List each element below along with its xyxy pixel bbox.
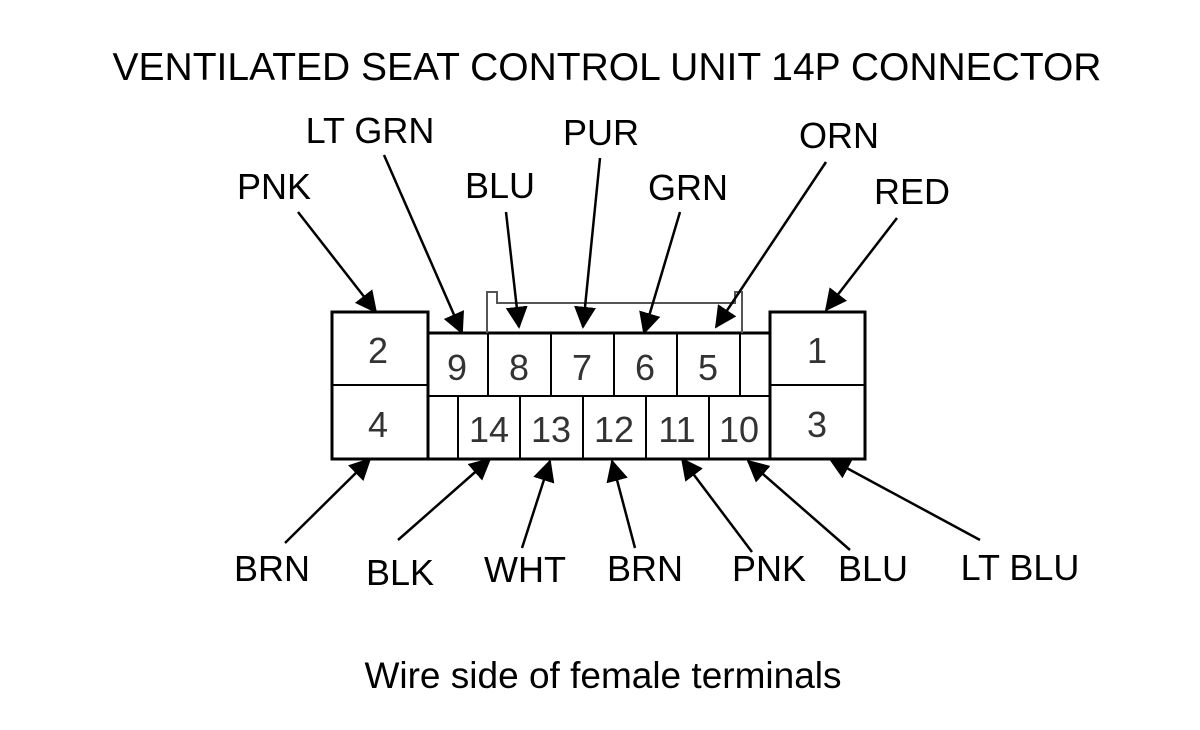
diagram-title: VENTILATED SEAT CONTROL UNIT 14P CONNECT… [113,46,1102,89]
connector-body [330,291,867,461]
arrow-pin-4 [284,457,372,544]
wire-label-pin-13: WHT [484,549,566,590]
arrow-pin-8 [504,211,528,329]
arrow-pin-3 [828,457,981,542]
pin-number-12: 12 [594,409,634,450]
pin-number-1: 1 [807,330,827,371]
arrow-pin-13 [520,459,555,549]
wire-label-pin-6: GRN [648,167,728,208]
wire-label-pin-4: BRN [234,548,310,589]
arrow-pin-10 [746,459,851,551]
leader-arrows [284,154,981,553]
arrow-pin-2 [297,211,378,314]
pin-number-5: 5 [698,347,718,388]
pin-numbers: 1 2 3 4 5 6 7 8 9 10 11 12 13 14 [368,330,827,450]
pin-number-8: 8 [509,347,529,388]
arrow-pin-5 [714,161,828,329]
pin-number-11: 11 [658,409,695,450]
pin-number-9: 9 [447,347,467,388]
wire-label-pin-1: RED [874,171,950,212]
wire-label-pin-11: PNK [732,548,806,589]
pin-number-7: 7 [572,347,592,388]
arrow-pin-7 [574,157,602,329]
wire-label-pin-3: LT BLU [961,547,1080,588]
wire-label-pin-8: BLU [465,165,535,206]
wire-label-pin-5: ORN [799,115,879,156]
wire-label-pin-7: PUR [563,112,639,153]
pin-number-14: 14 [469,409,509,450]
arrow-pin-14 [397,457,492,541]
arrow-pin-12 [606,459,637,549]
pin-number-2: 2 [368,330,388,371]
wire-labels: PNK LT GRN BLU PUR GRN ORN RED BRN BLK W… [234,110,1079,593]
diagram-subtitle: Wire side of female terminals [364,655,841,696]
wire-label-pin-12: BRN [607,548,683,589]
pin-number-4: 4 [368,404,388,445]
pin-number-6: 6 [635,347,655,388]
wire-label-pin-14: BLK [366,552,434,593]
arrow-pin-6 [639,211,682,335]
pin-number-13: 13 [531,409,571,450]
arrow-pin-9 [382,154,464,335]
arrow-pin-11 [680,457,753,553]
wire-label-pin-2: PNK [237,166,311,207]
connector-latch [486,291,743,333]
arrow-pin-1 [824,217,898,312]
wire-label-pin-10: BLU [838,548,908,589]
wire-label-pin-9: LT GRN [306,110,435,151]
pin-number-10: 10 [719,409,759,450]
pin-number-3: 3 [807,404,827,445]
